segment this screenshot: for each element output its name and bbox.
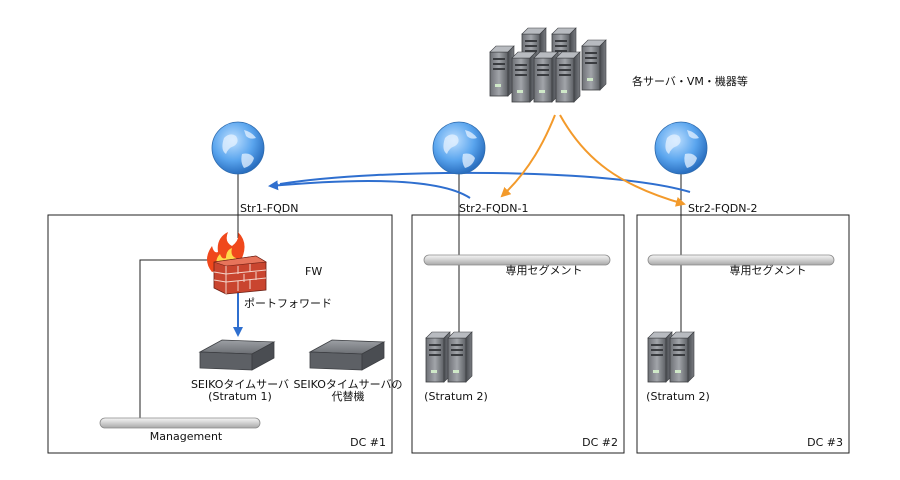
seiko-server-icon: [198, 339, 276, 371]
str2-fqdn-2-label: Str2-FQDN-2: [688, 202, 757, 215]
seiko-main-label-line2: (Stratum 1): [208, 390, 272, 403]
seiko-main-label-line1: SEIKOタイムサーバ: [191, 378, 289, 391]
dc3-server-icon: [647, 331, 695, 383]
dc2-segment-icon: [423, 254, 611, 266]
dc1-box: [47, 214, 393, 454]
server-cluster-icon: [489, 27, 607, 103]
dc3-segment-icon: [647, 254, 835, 266]
seiko-alt-label-line2: 代替機: [332, 389, 365, 403]
dc3-server-label: (Stratum 2): [646, 390, 710, 403]
globe-icon-str2-1: [432, 121, 486, 175]
dc3-segment-label: 専用セグメント: [730, 263, 807, 277]
arrow-str2-2-to-str1: [279, 171, 691, 193]
dc3-name-label: DC #3: [807, 436, 843, 449]
arrow-servers-to-str2-2: [559, 114, 686, 207]
servers-label: 各サーバ・VM・機器等: [632, 74, 748, 88]
dc2-segment-label: 専用セグメント: [506, 263, 583, 277]
globe-icon-str1: [211, 121, 265, 175]
dc2-box: [411, 214, 625, 454]
str2-fqdn-1-label: Str2-FQDN-1: [459, 202, 528, 215]
globe-icon-str2-2: [654, 121, 708, 175]
str1-fqdn-label: Str1-FQDN: [240, 202, 298, 215]
fw-label: FW: [305, 265, 322, 278]
dc2-server-label: (Stratum 2): [424, 390, 488, 403]
seiko-alt-server-icon: [308, 339, 386, 371]
arrow-str2-1-to-str1: [268, 180, 471, 199]
dc3-box: [636, 214, 850, 454]
dc2-name-label: DC #2: [582, 436, 618, 449]
dc1-name-label: DC #1: [350, 436, 386, 449]
seiko-alt-label-line1: SEIKOタイムサーバの: [293, 378, 402, 391]
management-label: Management: [150, 430, 223, 443]
arrow-servers-to-str2-1: [500, 114, 556, 198]
firewall-icon: [207, 232, 267, 295]
dc2-server-icon: [425, 331, 473, 383]
management-segment-icon: [99, 417, 261, 429]
portforward-label: ポートフォワード: [244, 297, 332, 310]
